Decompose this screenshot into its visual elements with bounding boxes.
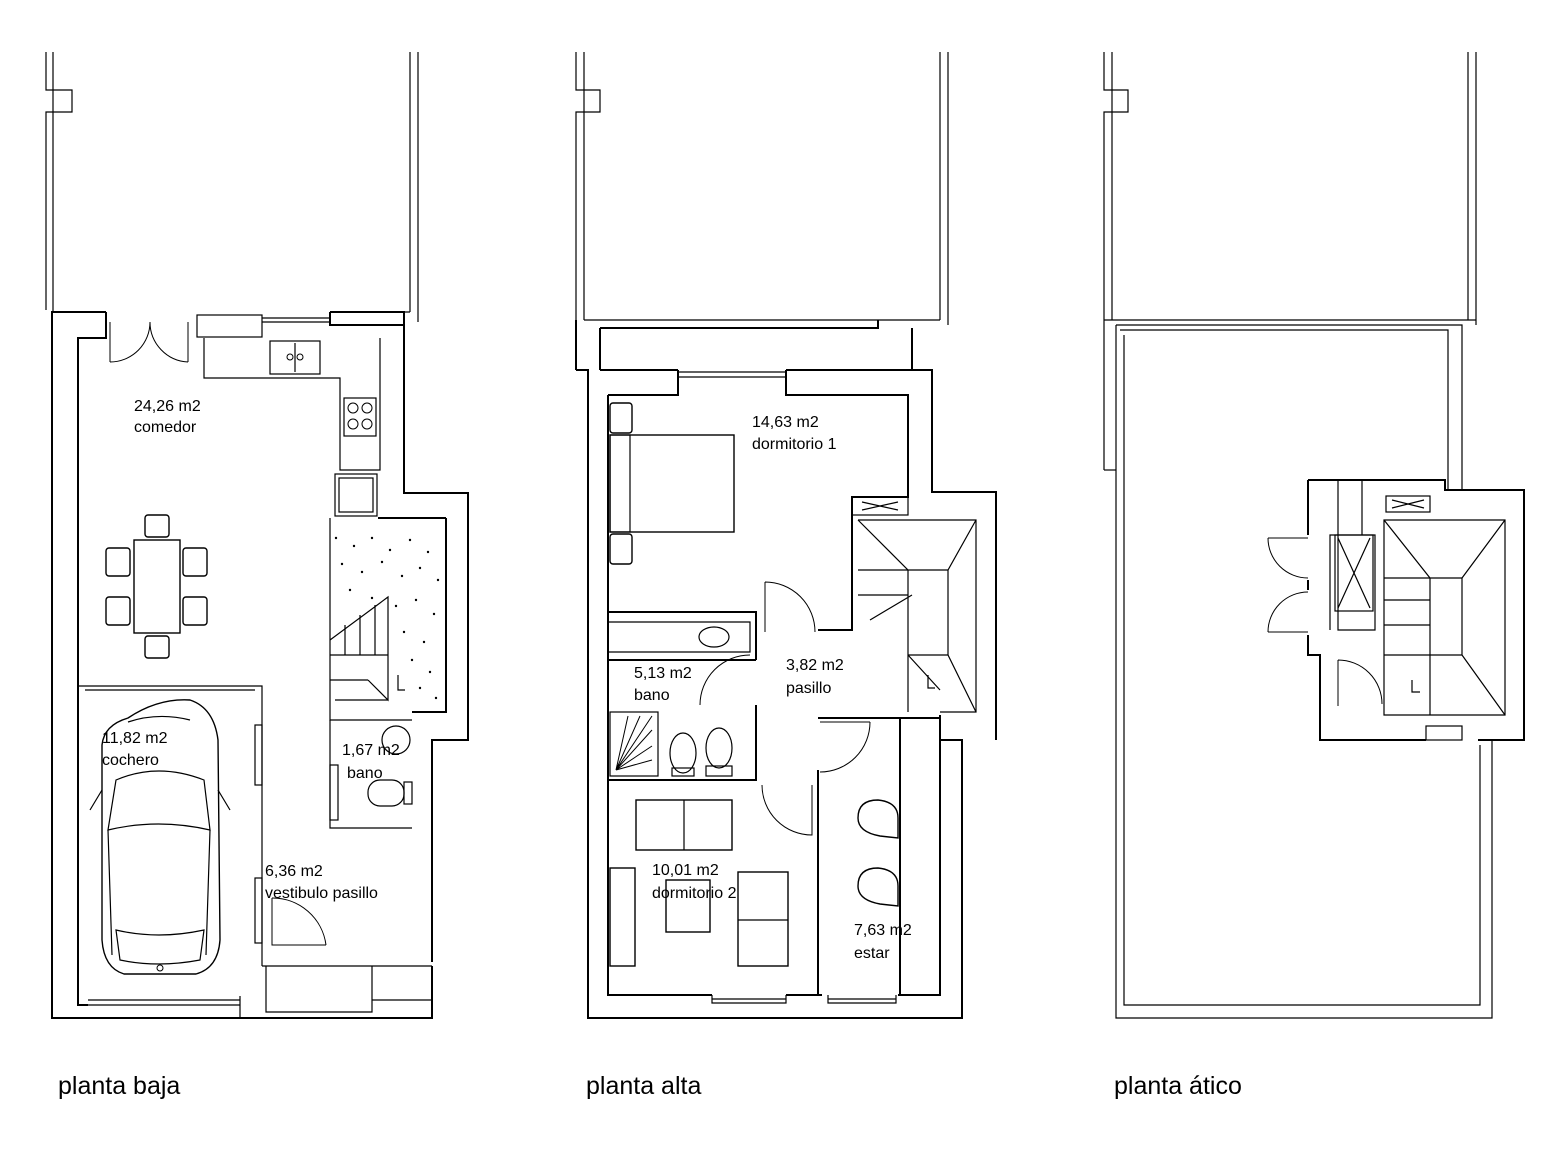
plan-title-planta-atico: planta ático [1114, 1072, 1242, 1100]
room-name-vestibulo: vestibulo pasillo [265, 885, 378, 902]
room-name-bano-alta: bano [634, 687, 670, 704]
cooktop-icon [343, 397, 377, 437]
room-name-cochero: cochero [102, 752, 159, 769]
kitchen [196, 314, 381, 517]
bathroom-small [329, 720, 413, 829]
stair-icon [329, 518, 440, 721]
room-area-dormitorio-2: 10,01 m2 [652, 862, 719, 879]
exterior-walls [51, 311, 469, 1019]
toilet-icon [367, 779, 405, 807]
stair-icon [851, 496, 977, 713]
room-area-bano-baja: 1,67 m2 [342, 742, 400, 759]
bed-icon [609, 402, 735, 565]
armchair-icon [857, 799, 899, 839]
interior-partitions [608, 611, 940, 995]
room-area-estar: 7,63 m2 [854, 922, 912, 939]
fridge-icon [334, 473, 378, 517]
stair-core [1307, 479, 1525, 741]
room-name-pasillo: pasillo [786, 680, 831, 697]
elevator-icon [1334, 534, 1374, 612]
bed-icon [737, 871, 789, 967]
room-area-pasillo: 3,82 m2 [786, 657, 844, 674]
plan-planta-alta: 14,63 m2 dormitorio 1 5,13 m2 bano 3,82 … [575, 52, 997, 1100]
sink-icon [269, 340, 321, 375]
yard-walls [1103, 52, 1477, 325]
bedroom-2-furniture [609, 799, 789, 1004]
plan-title-planta-baja: planta baja [58, 1072, 180, 1100]
wardrobe-icon [609, 867, 636, 967]
toilet-icon [705, 727, 733, 769]
bidet-icon [669, 732, 697, 774]
plan-planta-atico: planta ático [1103, 52, 1525, 1100]
patio-door [109, 321, 189, 363]
room-name-dormitorio-1: dormitorio 1 [752, 436, 837, 453]
room-name-comedor: comedor [134, 419, 197, 436]
bathroom-fixtures [608, 621, 751, 777]
room-name-dormitorio-2: dormitorio 2 [652, 885, 737, 902]
room-name-estar: estar [854, 945, 890, 962]
yard-walls [45, 52, 419, 322]
desk-icon [665, 879, 711, 933]
dining-table-icon [105, 514, 208, 659]
washbasin-icon [698, 626, 730, 648]
plan-planta-baja: 24,26 m2 comedor 11,82 m2 cochero 1,67 m… [45, 52, 469, 1100]
garage [78, 685, 432, 1018]
roof-terrace-walls [1103, 320, 1493, 1019]
room-area-cochero: 11,82 m2 [102, 730, 168, 747]
washbasin-icon [381, 725, 411, 755]
plan-title-planta-alta: planta alta [586, 1072, 701, 1100]
room-name-bano-baja: bano [347, 765, 383, 782]
doors [1267, 537, 1383, 706]
room-area-bano-alta: 5,13 m2 [634, 665, 692, 682]
shower-icon [609, 711, 659, 777]
stair-dots [334, 536, 440, 700]
car-icon [89, 699, 231, 975]
doors [699, 581, 871, 836]
room-area-dormitorio-1: 14,63 m2 [752, 414, 819, 431]
armchair-icon [857, 867, 899, 907]
room-area-comedor: 24,26 m2 [134, 398, 201, 415]
room-area-vestibulo: 6,36 m2 [265, 863, 323, 880]
entrance-door [265, 897, 432, 1013]
exterior-walls [575, 320, 997, 1019]
estar-furniture [827, 799, 899, 1004]
yard-walls [575, 52, 949, 325]
